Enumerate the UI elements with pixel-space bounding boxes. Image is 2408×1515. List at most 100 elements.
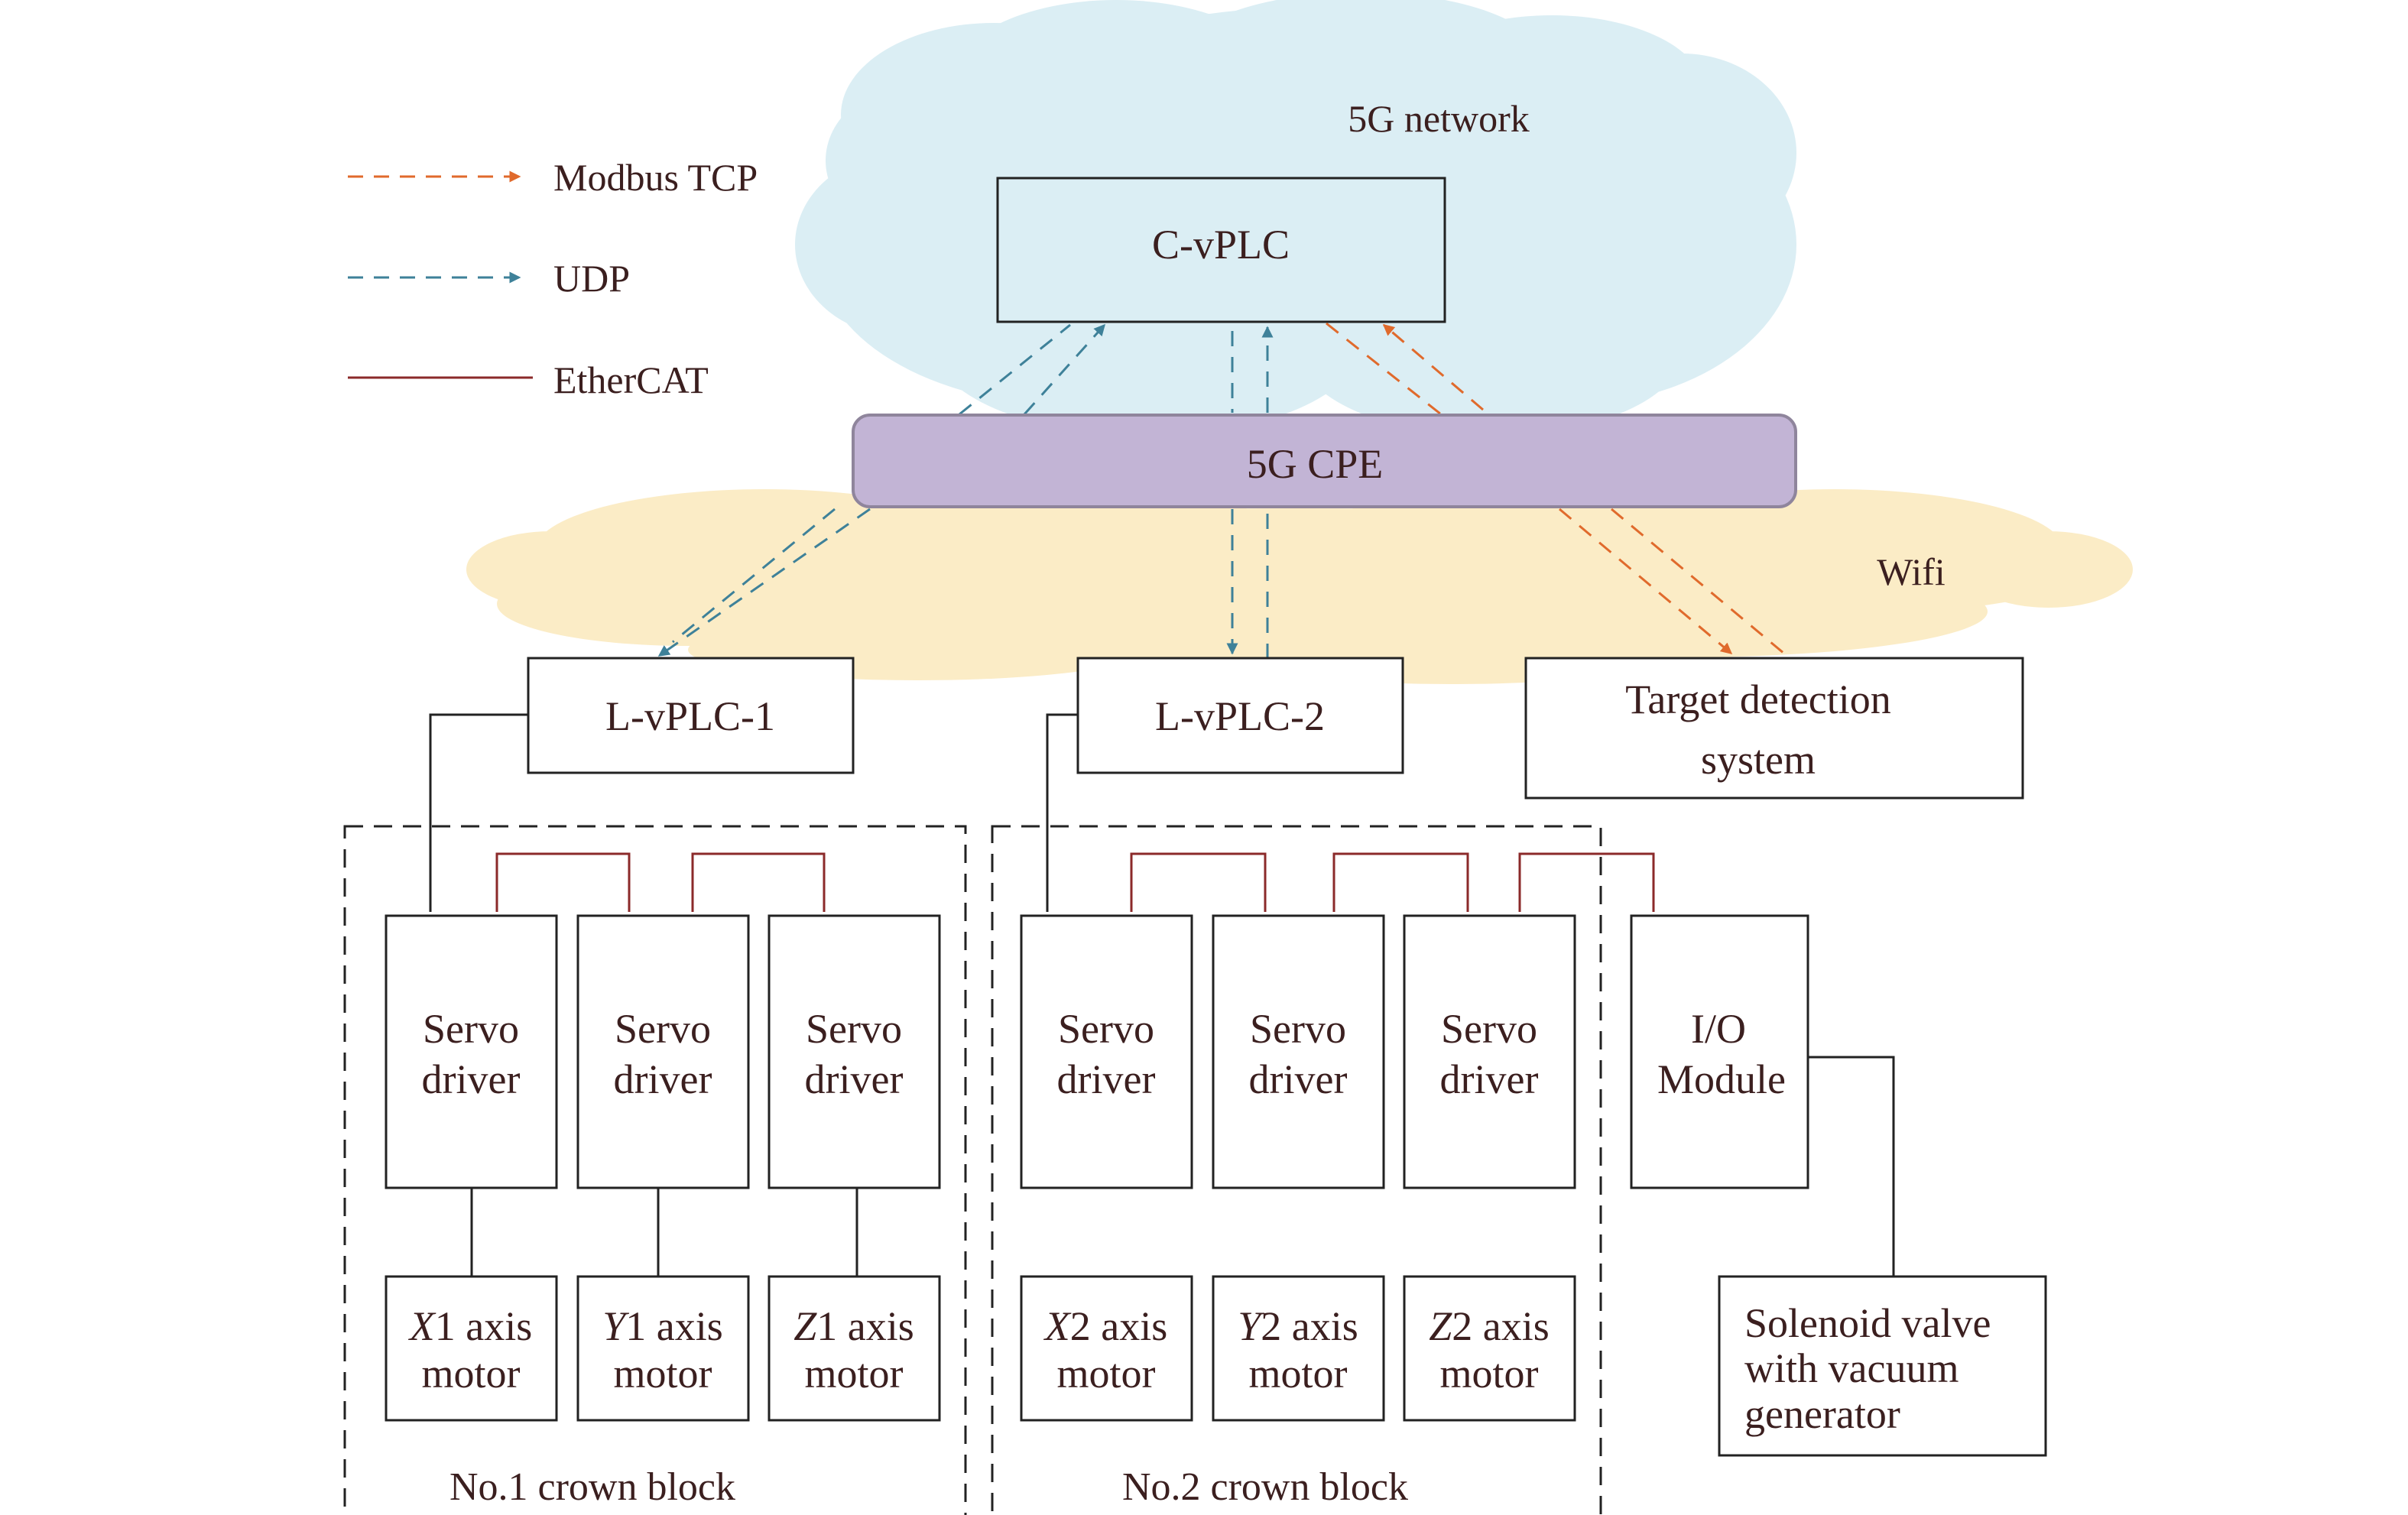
ethercat-link [495, 852, 631, 912]
5g-network-cloud [795, 0, 1796, 436]
modbus-link-target-b [1611, 508, 1790, 659]
ethercat-link [1332, 852, 1469, 912]
axis-motor: X2 axis motor [1020, 1275, 1193, 1422]
servo-driver: Servo driver [768, 914, 941, 1189]
servo-driver-box [1212, 914, 1385, 1189]
udp-link-lvplc1-b [672, 508, 836, 644]
motor-label-line1: Y1 axis [602, 1303, 723, 1349]
l-vplc-2-label: L-vPLC-2 [1155, 693, 1325, 739]
block-1-servo-drivers: Servo driver Servo driver Servo driver [385, 914, 941, 1189]
servo-driver-label-line1: Servo [1250, 1006, 1346, 1052]
motor-label-line2: motor [1440, 1351, 1539, 1397]
servo-driver-label-line2: driver [422, 1056, 521, 1102]
motor-label-line1: X1 axis [408, 1303, 533, 1349]
target-detection-label-line1: Target detection [1625, 676, 1891, 722]
solenoid-label-line3: generator [1744, 1391, 1900, 1437]
motor-axis-letter: X [408, 1303, 436, 1349]
udp-link-cvplc-down-left [959, 323, 1071, 416]
solenoid-valve-box [1718, 1275, 2047, 1457]
motor-label-line1: Z1 axis [793, 1303, 914, 1349]
modbus-link-cvplc-b [1382, 323, 1484, 411]
c-vplc-label: C-vPLC [1152, 222, 1290, 268]
cvplc-cpe-links [959, 322, 1484, 416]
5g-cpe-bar [852, 414, 1797, 508]
motor-label-line2: motor [805, 1351, 904, 1397]
servo-driver-label-line2: driver [1249, 1056, 1348, 1102]
motor-label-line1: X2 axis [1043, 1303, 1168, 1349]
solenoid-label-line1: Solenoid valve [1744, 1300, 1991, 1346]
motor-label-line1: Y2 axis [1238, 1303, 1358, 1349]
l-vplc-2-box [1076, 657, 1404, 774]
target-detection-label-line2: system [1701, 737, 1816, 783]
motor-axis-letter: Y [602, 1303, 629, 1349]
servo-driver-box [768, 914, 941, 1189]
axis-motor: X1 axis motor [385, 1275, 558, 1422]
motor-axis-rest: 1 axis [816, 1303, 914, 1349]
crown-block-1-label: No.1 crown block [449, 1465, 735, 1509]
wifi-cloud-label: Wifi [1877, 550, 1946, 593]
motor-box [1212, 1275, 1385, 1422]
ethercat-link [1130, 852, 1267, 912]
servo-driver: Servo driver [1212, 914, 1385, 1189]
servo-driver-label-line2: driver [1057, 1056, 1156, 1102]
motor-label-line2: motor [1249, 1351, 1348, 1397]
servo-driver-label-line1: Servo [615, 1006, 711, 1052]
motor-box [576, 1275, 750, 1422]
crown-block-2-label: No.2 crown block [1122, 1465, 1408, 1509]
modbus-link-target-a [1559, 508, 1733, 655]
motor-axis-letter: Z [1429, 1303, 1452, 1349]
legend: Modbus TCP UDP EtherCAT [348, 156, 758, 401]
motor-label-line1: Z2 axis [1429, 1303, 1550, 1349]
io-module-label-line1: I/O [1691, 1006, 1746, 1052]
l-vplc-1-box [527, 657, 855, 774]
cpe-lower-links [657, 508, 1790, 659]
servo-driver-label-line1: Servo [1441, 1006, 1537, 1052]
block-1-motors: X1 axis motor Y1 axis motor Z1 axis moto… [385, 1275, 941, 1422]
5g-cpe-label: 5G CPE [1247, 441, 1384, 487]
motor-axis-rest: 2 axis [1070, 1303, 1168, 1349]
servo-driver: Servo driver [576, 914, 750, 1189]
servo-driver-label-line1: Servo [423, 1006, 519, 1052]
servo-driver: Servo driver [1403, 914, 1576, 1189]
udp-link-cvplc-up [1023, 323, 1106, 416]
l-vplc-1-label: L-vPLC-1 [605, 693, 775, 739]
crown-block-1-boundary [343, 825, 967, 1515]
servo-driver: Servo driver [1020, 914, 1193, 1189]
servo-driver-label-line2: driver [1440, 1056, 1539, 1102]
ethercat-links-block-1 [495, 852, 826, 912]
motor-axis-rest: 2 axis [1261, 1303, 1358, 1349]
axis-motor: Y2 axis motor [1212, 1275, 1385, 1422]
servo-driver-label-line2: driver [805, 1056, 904, 1102]
solenoid-label-line2: with vacuum [1744, 1345, 1959, 1391]
c-vplc-box [996, 177, 1446, 323]
lvplc2-to-driver-line [1046, 713, 1078, 912]
legend-udp-label: UDP [553, 257, 630, 300]
motor-box [768, 1275, 941, 1422]
servo-driver: Servo driver [385, 914, 558, 1189]
motor-label-line2: motor [1057, 1351, 1156, 1397]
servo-driver-label-line1: Servo [1058, 1006, 1154, 1052]
motor-axis-letter: Y [1238, 1303, 1264, 1349]
driver-motor-links [470, 1187, 858, 1276]
network-cloud-label: 5G network [1348, 97, 1529, 140]
io-module-label-line2: Module [1657, 1056, 1786, 1102]
crown-block-2-boundary [991, 825, 1602, 1515]
motor-axis-letter: Z [793, 1303, 817, 1349]
motor-axis-rest: 1 axis [625, 1303, 723, 1349]
servo-driver-box [385, 914, 558, 1189]
legend-modbus-label: Modbus TCP [553, 156, 758, 199]
ethercat-links-block-2 [1130, 852, 1655, 912]
motor-box [385, 1275, 558, 1422]
axis-motor: Z2 axis motor [1403, 1275, 1576, 1422]
axis-motor: Y1 axis motor [576, 1275, 750, 1422]
legend-ethercat-label: EtherCAT [553, 358, 709, 401]
servo-driver-label-line2: driver [614, 1056, 712, 1102]
motor-box [1020, 1275, 1193, 1422]
block-2-servo-drivers: Servo driver Servo driver Servo driver [1020, 914, 1576, 1189]
io-to-solenoid-line [1808, 1056, 1895, 1276]
motor-axis-rest: 2 axis [1452, 1303, 1550, 1349]
servo-driver-box [576, 914, 750, 1189]
ethercat-link [1518, 852, 1655, 912]
lvplc1-to-driver-line [429, 713, 528, 912]
